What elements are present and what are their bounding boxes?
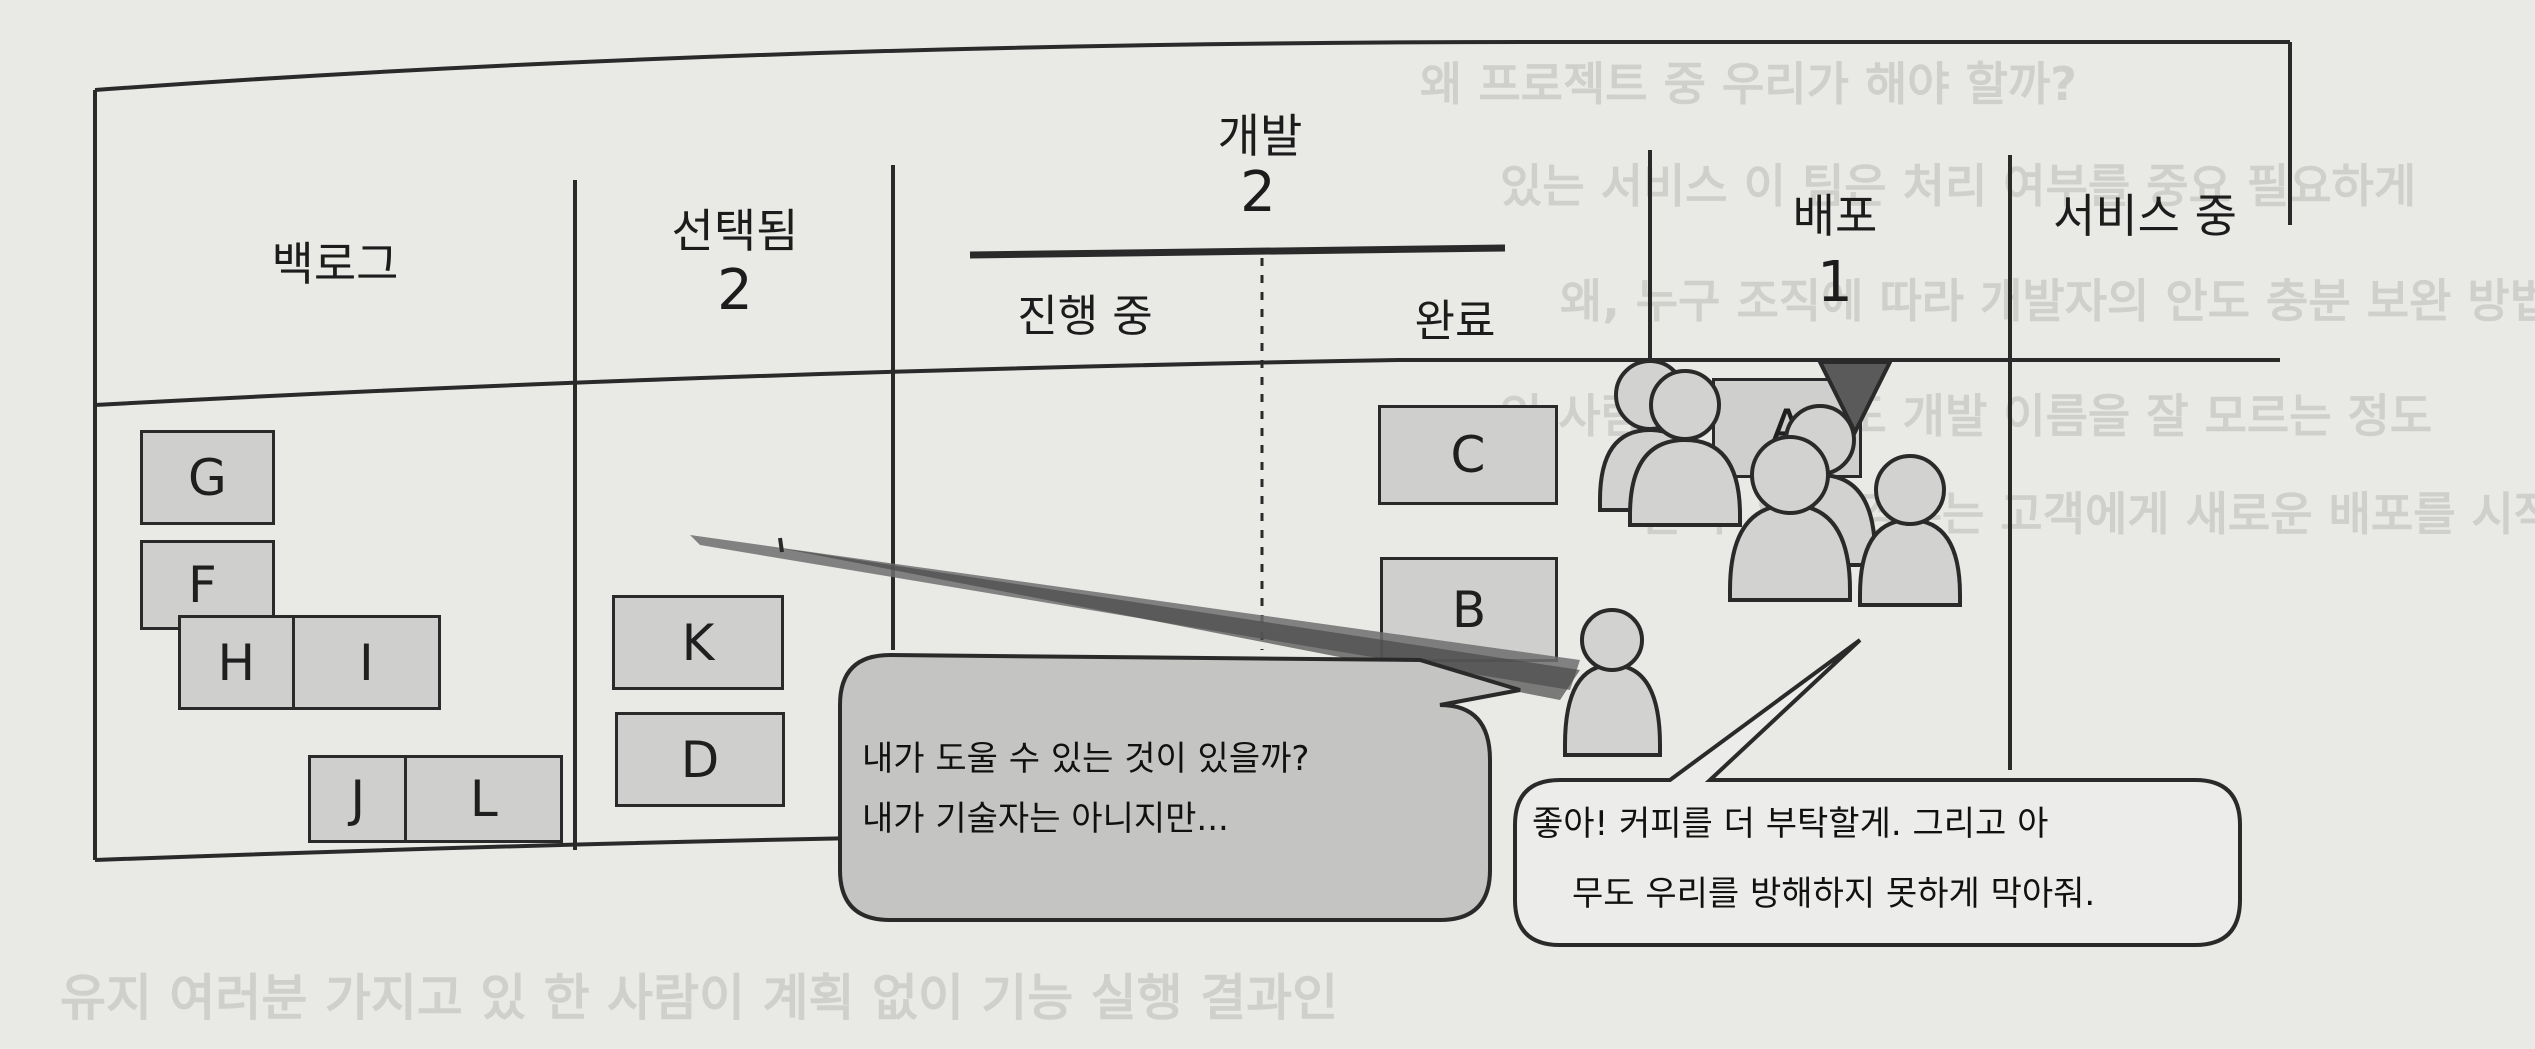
manager-bubble-line-2: 내가 기술자는 아니지만...: [862, 799, 1229, 839]
manager-bubble-line-1: 내가 도울 수 있는 것이 있을까?: [862, 739, 1310, 779]
card-split: [404, 758, 408, 840]
subcolumn-title-done: 완료: [1414, 296, 1496, 347]
card-h-i[interactable]: H I: [178, 615, 441, 710]
card-c[interactable]: C: [1378, 405, 1558, 505]
card-label: B: [1451, 580, 1487, 639]
board-bottom-edge: [94, 836, 861, 862]
card-j-l[interactable]: J L: [308, 755, 563, 843]
card-label: G: [188, 448, 227, 507]
dev-subheader-line: [969, 244, 1506, 259]
card-label: C: [1450, 426, 1486, 484]
board-top-edge: [94, 40, 2290, 92]
card-split: [291, 618, 295, 707]
subcolumn-title-in-progress: 진행 중: [1017, 291, 1153, 342]
card-label: K: [681, 613, 715, 672]
column-wip-dev: 2: [1240, 160, 1276, 225]
header-divider: [94, 358, 2280, 407]
card-label: J: [350, 770, 366, 828]
column-title-dev: 개발: [1217, 109, 1303, 163]
column-wip-selected: 2: [717, 258, 753, 323]
card-label: I: [358, 633, 374, 692]
column-title-selected: 선택됨: [671, 204, 799, 258]
card-g[interactable]: G: [140, 430, 275, 525]
team-bubble-line-2: 무도 우리를 방해하지 못하게 막아줘.: [1572, 874, 2096, 914]
team-bubble-line-1: 좋아! 커피를 더 부탁할게. 그리고 아: [1532, 804, 2049, 844]
card-label: H: [217, 633, 256, 692]
card-label: F: [188, 556, 217, 614]
column-wip-deploy: 1: [1817, 250, 1853, 315]
column-title-deploy: 배포: [1792, 189, 1878, 243]
column-title-backlog: 백로그: [271, 237, 399, 291]
column-title-in-service: 서비스 중: [2053, 189, 2237, 243]
card-k[interactable]: K: [612, 595, 784, 690]
card-label: L: [469, 770, 498, 828]
card-d[interactable]: D: [615, 712, 785, 807]
card-label: D: [680, 730, 720, 789]
